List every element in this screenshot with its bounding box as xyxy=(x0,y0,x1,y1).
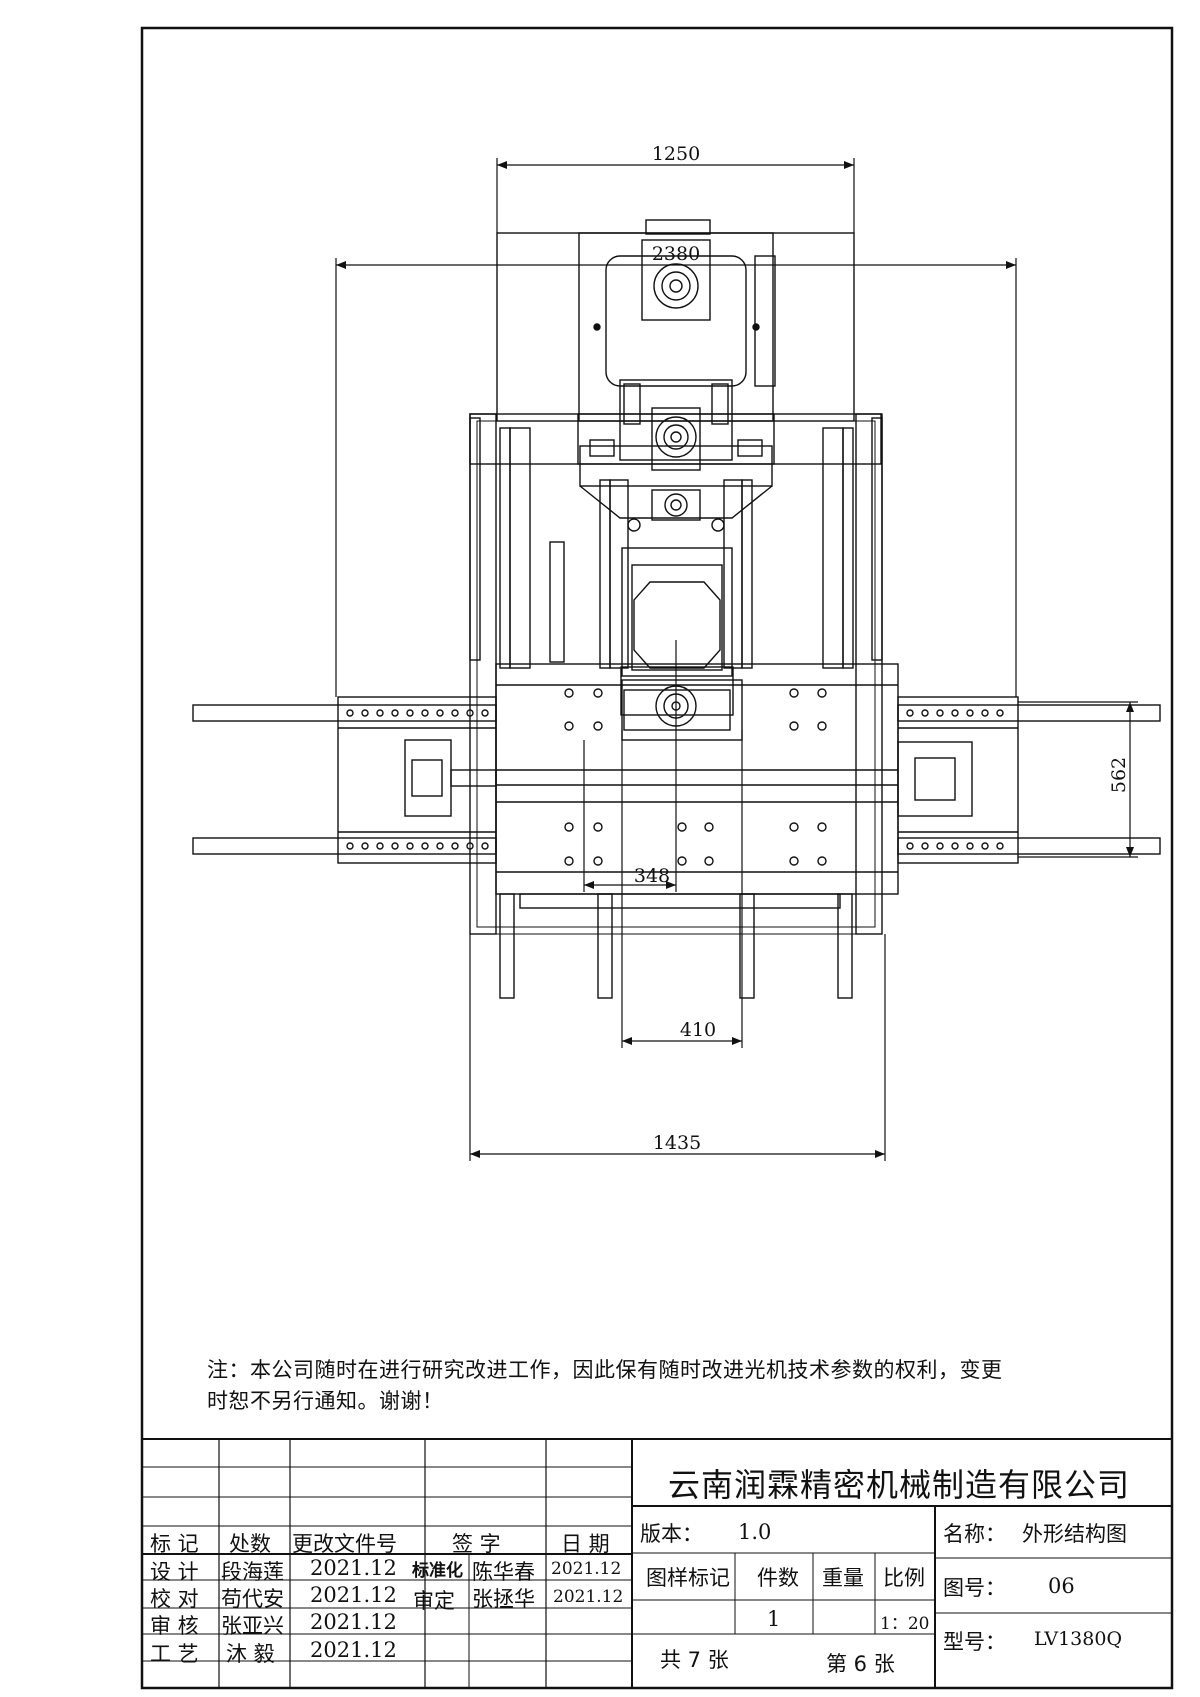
note-line-1: 注：本公司随时在进行研究改进工作，因此保有随时改进光机技术参数的权利，变更 xyxy=(207,1358,1003,1382)
name-label: 名称： xyxy=(943,1522,1006,1546)
role-review: 审 核 xyxy=(150,1614,199,1638)
title-block-grid xyxy=(142,1438,1172,1688)
sheet-number: 第 6 张 xyxy=(826,1652,895,1676)
scale-value: 1：20 xyxy=(880,1614,930,1634)
quantity-value: 1 xyxy=(767,1607,781,1631)
standardization-label: 标准化 xyxy=(412,1561,463,1581)
header-date: 日 期 xyxy=(561,1532,610,1556)
approval-label: 审定 xyxy=(413,1589,455,1613)
role-check: 校 对 xyxy=(150,1587,199,1611)
name-process: 沐 毅 xyxy=(226,1642,275,1666)
role-process: 工 艺 xyxy=(150,1642,199,1666)
dim-spindle-offset: 348 xyxy=(634,865,670,887)
drawing-no-value: 06 xyxy=(1048,1574,1075,1598)
name-value: 外形结构图 xyxy=(1022,1522,1127,1546)
dimension-lines xyxy=(335,158,1138,1161)
name-check: 苟代安 xyxy=(221,1587,284,1611)
dim-base-width: 1435 xyxy=(653,1132,701,1154)
date-process: 2021.12 xyxy=(310,1638,397,1662)
quantity-label: 件数 xyxy=(757,1566,799,1590)
header-count: 处数 xyxy=(229,1532,271,1556)
standardization-date: 2021.12 xyxy=(551,1559,622,1579)
weight-label: 重量 xyxy=(822,1566,864,1590)
date-design: 2021.12 xyxy=(310,1556,397,1580)
total-sheets: 共 7 张 xyxy=(660,1648,729,1672)
dim-overall-width: 2380 xyxy=(652,243,700,265)
model-label: 型号： xyxy=(943,1630,1006,1654)
header-signature: 签 字 xyxy=(452,1532,501,1556)
version-value: 1.0 xyxy=(738,1520,772,1544)
approval-name: 张拯华 xyxy=(472,1587,535,1611)
version-label: 版本： xyxy=(640,1522,703,1546)
standardization-name: 陈华春 xyxy=(472,1560,535,1584)
dim-top-width: 1250 xyxy=(652,143,700,165)
date-review: 2021.12 xyxy=(310,1610,397,1634)
name-review: 张亚兴 xyxy=(221,1614,284,1638)
name-design: 段海莲 xyxy=(221,1560,284,1584)
note-line-2: 时恕不另行通知。谢谢！ xyxy=(207,1389,444,1413)
dim-table-inner: 410 xyxy=(680,1019,716,1041)
scale-label: 比例 xyxy=(883,1566,925,1590)
header-mark: 标 记 xyxy=(150,1532,199,1556)
header-change-doc: 更改文件号 xyxy=(292,1532,397,1556)
machine-drawing xyxy=(192,219,1161,999)
date-check: 2021.12 xyxy=(310,1583,397,1607)
sheet-border xyxy=(140,26,1174,1690)
dim-rail-spacing: 562 xyxy=(1108,757,1130,793)
approval-date: 2021.12 xyxy=(553,1587,624,1607)
revision-note: 注：本公司随时在进行研究改进工作，因此保有随时改进光机技术参数的权利，变更 时恕… xyxy=(207,1355,1087,1417)
pattern-mark-label: 图样标记 xyxy=(646,1566,730,1590)
company-name: 云南润霖精密机械制造有限公司 xyxy=(668,1466,1131,1504)
drawing-no-label: 图号： xyxy=(943,1576,1006,1600)
dimension-labels: 1250 2380 562 348 410 1435 xyxy=(634,143,1130,1154)
role-design: 设 计 xyxy=(150,1560,199,1584)
model-value: LV1380Q xyxy=(1034,1628,1123,1650)
